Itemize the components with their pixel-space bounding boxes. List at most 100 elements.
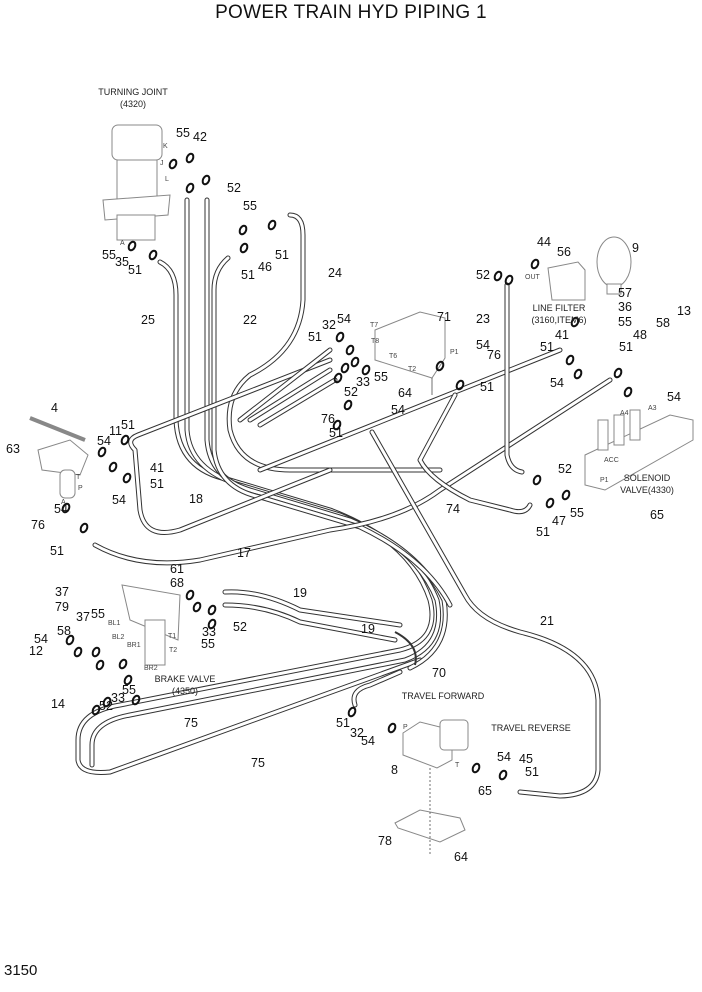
callout-number: 22 bbox=[243, 313, 257, 327]
callout-number: 61 bbox=[170, 562, 184, 576]
component-labels: TURNING JOINT (4320) LINE FILTER (3160,I… bbox=[98, 87, 674, 733]
callout-number: 18 bbox=[189, 492, 203, 506]
callout-number: 33 bbox=[356, 375, 370, 389]
callout-number: 35 bbox=[115, 255, 129, 269]
o-ring bbox=[504, 274, 514, 286]
o-rings bbox=[61, 152, 633, 781]
o-ring bbox=[207, 604, 217, 616]
callout-number: 51 bbox=[525, 765, 539, 779]
pipes bbox=[75, 197, 613, 799]
callout-number: 52 bbox=[344, 385, 358, 399]
port-label: T bbox=[455, 762, 460, 769]
solenoid-valve-drawing bbox=[584, 409, 694, 491]
callout-number: 55 bbox=[243, 199, 257, 213]
callout-number: 51 bbox=[50, 544, 64, 558]
line-filter-drawing bbox=[547, 261, 586, 301]
callout-number: 56 bbox=[557, 245, 571, 259]
callout-number: 51 bbox=[121, 418, 135, 432]
callout-number: 51 bbox=[241, 268, 255, 282]
callout-number: 54 bbox=[361, 734, 375, 748]
o-ring bbox=[79, 522, 89, 534]
port-label: BR1 bbox=[127, 642, 141, 649]
callout-number: 75 bbox=[184, 716, 198, 730]
callout-number: 68 bbox=[170, 576, 184, 590]
brake-valve-ref: (4350) bbox=[172, 686, 198, 696]
o-ring bbox=[127, 240, 137, 252]
callout-number: 23 bbox=[476, 312, 490, 326]
callout-number: 55 bbox=[91, 607, 105, 621]
o-ring bbox=[361, 364, 371, 376]
port-label: A3 bbox=[648, 405, 657, 412]
o-ring bbox=[343, 399, 353, 411]
callout-number: 75 bbox=[251, 756, 265, 770]
o-ring bbox=[97, 446, 107, 458]
o-ring bbox=[471, 762, 481, 774]
callout-number: 58 bbox=[656, 316, 670, 330]
callout-number: 76 bbox=[487, 348, 501, 362]
o-ring bbox=[573, 368, 583, 380]
travel-reverse-label: TRAVEL REVERSE bbox=[491, 723, 571, 733]
turning-joint-drawing bbox=[102, 124, 171, 241]
callout-number: 52 bbox=[233, 620, 247, 634]
o-ring bbox=[122, 472, 132, 484]
port-label: ACC bbox=[604, 457, 619, 464]
o-ring bbox=[347, 706, 357, 718]
o-ring bbox=[201, 174, 211, 186]
o-ring bbox=[335, 331, 345, 343]
callout-number: 54 bbox=[54, 502, 68, 516]
line-filter-label: LINE FILTER bbox=[533, 303, 586, 313]
o-ring bbox=[387, 722, 397, 734]
solenoid-valve-ref: VALVE(4330) bbox=[620, 485, 674, 495]
callout-number: 36 bbox=[618, 300, 632, 314]
callout-number: 54 bbox=[476, 338, 490, 352]
travel-block-drawing bbox=[402, 719, 469, 769]
callout-number: 51 bbox=[275, 248, 289, 262]
o-ring bbox=[207, 618, 217, 630]
cable-tie-70 bbox=[394, 631, 417, 666]
callout-number: 63 bbox=[6, 442, 20, 456]
o-ring bbox=[613, 367, 623, 379]
o-ring bbox=[455, 379, 465, 391]
callout-number: 54 bbox=[667, 390, 681, 404]
o-ring bbox=[102, 696, 112, 708]
callout-number: 37 bbox=[76, 610, 90, 624]
turning-joint-label: TURNING JOINT bbox=[98, 87, 168, 97]
callout-number: 48 bbox=[633, 328, 647, 342]
port-label: A4 bbox=[620, 410, 629, 417]
callout-number: 54 bbox=[497, 750, 511, 764]
o-ring bbox=[95, 659, 105, 671]
port-label: T2 bbox=[408, 366, 416, 373]
callout-number: 54 bbox=[550, 376, 564, 390]
o-ring bbox=[532, 474, 542, 486]
callout-number: 51 bbox=[128, 263, 142, 277]
callout-number: 12 bbox=[29, 644, 43, 658]
o-ring bbox=[340, 362, 350, 374]
o-ring bbox=[332, 419, 342, 431]
callout-number: 51 bbox=[536, 525, 550, 539]
callout-number: 74 bbox=[446, 502, 460, 516]
callout-number: 14 bbox=[51, 697, 65, 711]
callout-number: 64 bbox=[398, 386, 412, 400]
port-label: L bbox=[165, 176, 169, 183]
port-label: OUT bbox=[525, 274, 541, 281]
callout-number: 32 bbox=[350, 726, 364, 740]
components bbox=[29, 124, 694, 855]
o-ring bbox=[192, 601, 202, 613]
o-ring bbox=[123, 674, 133, 686]
page-number: 3150 bbox=[4, 962, 38, 979]
callout-number: 33 bbox=[202, 625, 216, 639]
o-ring bbox=[91, 704, 101, 716]
callout-number: 52 bbox=[227, 181, 241, 195]
callout-number: 51 bbox=[336, 716, 350, 730]
callout-number: 33 bbox=[111, 691, 125, 705]
callout-number: 52 bbox=[476, 268, 490, 282]
o-ring bbox=[565, 354, 575, 366]
o-ring bbox=[131, 694, 141, 706]
callout-number: 52 bbox=[99, 699, 113, 713]
port-label: T2 bbox=[169, 647, 177, 654]
callout-number: 13 bbox=[677, 304, 691, 318]
port-label: BR2 bbox=[144, 665, 158, 672]
callout-number: 55 bbox=[102, 248, 116, 262]
